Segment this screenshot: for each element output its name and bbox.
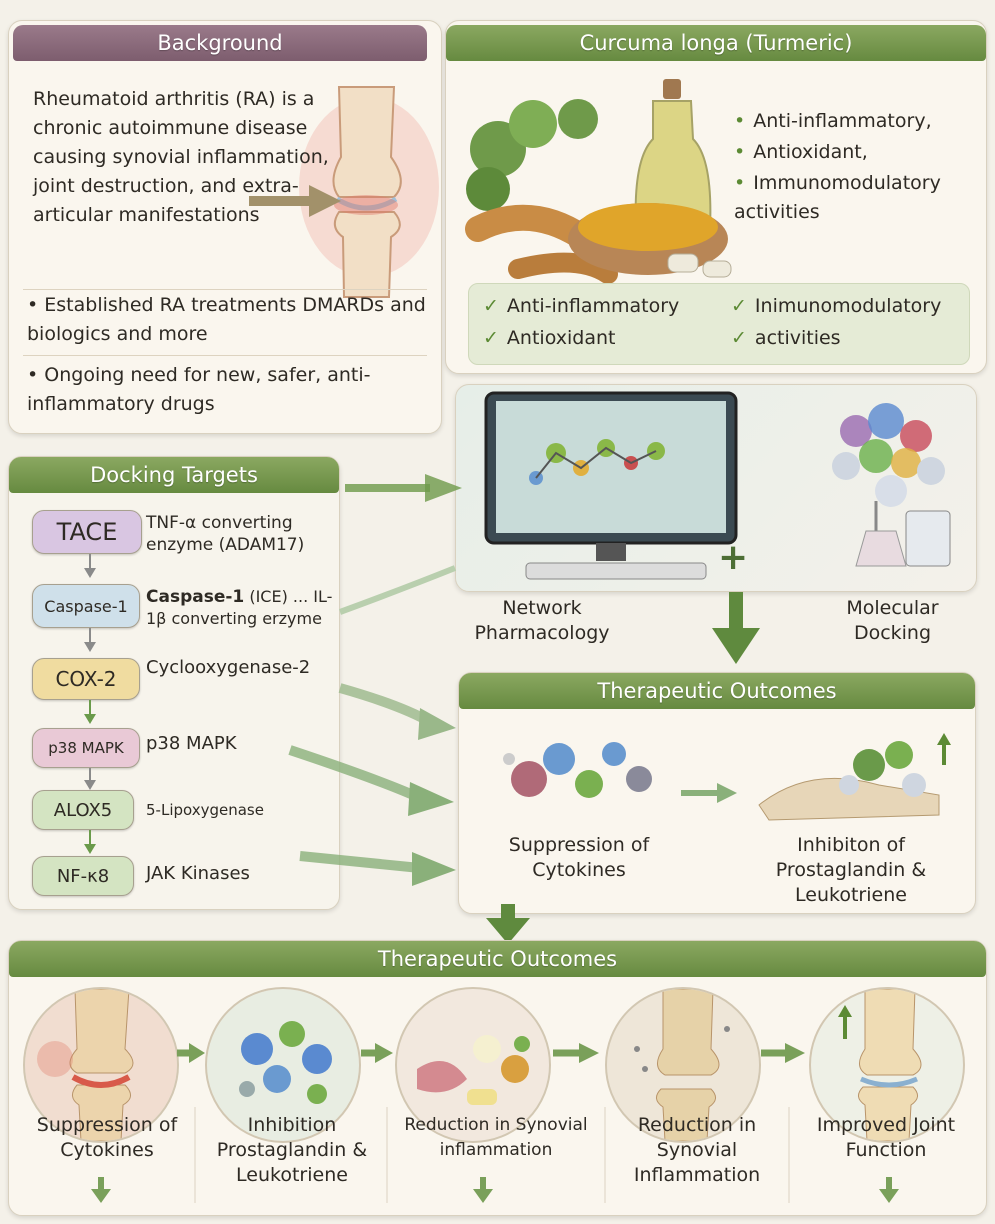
check-icon: ✓ <box>731 327 747 349</box>
background-arrow <box>249 185 341 217</box>
step-label: Reduction in Synovial inflammation <box>404 1115 588 1160</box>
outcome-image-inflamed-joint <box>23 987 179 1143</box>
check-item: ✓ Anti-inflammatory <box>483 292 679 321</box>
target-pill-tace: TACE <box>32 510 142 554</box>
step-label: Inhibition Prostaglandin & Leukotriene <box>216 1114 368 1186</box>
bullet-dot: • <box>734 172 746 194</box>
outcome-image-damaged-joint <box>605 987 761 1143</box>
outcome-top-left-label: Suppression of Cytokines <box>508 834 650 881</box>
methods-image-panel: + <box>455 384 977 592</box>
network-pharmacology-label: Network Pharmacology <box>474 597 610 644</box>
background-header: Background <box>13 25 427 61</box>
target-pill-nf-kb: NF-κ8 <box>32 856 134 896</box>
target-pill-alox5: ALOX5 <box>32 790 134 830</box>
target-pill-p38-mapk: p38 MAPK <box>32 728 140 768</box>
background-intro: Rheumatoid arthritis (RA) is a chronic a… <box>33 88 329 226</box>
target-desc-tace: TNF-α converting enzyme (ADAM17) <box>146 513 305 555</box>
curcuma-bullet-3: •Immunomodulatory activities <box>734 169 974 227</box>
outcomes-top-header: Therapeutic Outcomes <box>459 673 975 709</box>
plus-sign: + <box>718 537 749 578</box>
target-desc-caspase-1: Caspase-1 (ICE) ... IL-1β converting erz… <box>146 586 346 629</box>
step-label: Reduction in Synovial Inflammation <box>633 1114 761 1186</box>
computer-screen-image <box>484 391 738 580</box>
curcuma-checklist: ✓ Anti-inflammatory ✓ Inimunomodulatory ✓ A… <box>468 283 970 365</box>
curcuma-header: Curcuma longa (Turmeric) <box>446 25 986 61</box>
outcome-arrow <box>681 783 737 803</box>
target-pill-cox-2: COX-2 <box>32 658 140 700</box>
check-item: ✓ Antioxidant <box>483 324 615 353</box>
background-panel: Background Rheumatoid arthritis (RA) is … <box>8 20 442 434</box>
background-bullet-2-text: Ongoing need for new, safer, anti-inflam… <box>27 364 371 415</box>
curcuma-bullet-2-text: Antioxidant, <box>753 141 868 163</box>
cytokines-image <box>503 742 652 798</box>
check-item: ✓ activities <box>731 324 841 353</box>
curcuma-panel: Curcuma longa (Turmeric) • Anti-inflammat… <box>445 20 987 374</box>
curcuma-bullet-1-text: Anti-inflammatory, <box>753 110 932 132</box>
check-item-text: activities <box>754 327 841 349</box>
outcome-top-right-label: Inhibiton of Prostaglandin & Leukotriene <box>775 834 927 906</box>
outcomes-top-panel: Therapeutic Outcomes Suppression of Cyto… <box>458 672 976 914</box>
bullet-dot: • <box>27 364 39 386</box>
bullet-dot: • <box>734 110 746 132</box>
check-icon: ✓ <box>483 327 499 349</box>
target-desc-caspase-1-bold: Caspase-1 <box>146 587 245 607</box>
target-pill-caspase-1: Caspase-1 <box>32 584 140 628</box>
joint-healing-image <box>758 733 951 821</box>
step-label: Suppression of Cytokines <box>36 1114 178 1161</box>
target-arrows <box>84 554 96 854</box>
target-desc-cox-2: Cyclooxygenase-2 <box>146 657 311 678</box>
check-icon: ✓ <box>731 295 747 317</box>
check-item-text: Inimunomodulatory <box>754 295 942 317</box>
curcuma-bullet-1: • Anti-inflammatory, <box>734 107 974 136</box>
bullet-dot: • <box>734 141 746 163</box>
step-label: Improved Joint Function <box>816 1114 956 1161</box>
check-item-text: Anti-inflammatory <box>506 295 680 317</box>
molecule-image <box>832 403 951 567</box>
background-bullet-1: • Established RA treatments DMARDs and b… <box>27 291 437 349</box>
outcomes-bottom-header: Therapeutic Outcomes <box>9 941 986 977</box>
check-item: ✓ Inimunomodulatory <box>731 292 941 321</box>
outcome-image-synovial-cells <box>395 987 551 1143</box>
knee-joint-image <box>299 86 439 298</box>
turmeric-image <box>465 79 732 284</box>
step-arrows <box>91 1043 899 1203</box>
background-bullet-1-text: Established RA treatments DMARDs and bio… <box>27 294 426 345</box>
target-desc-alox5: 5-Lipoxygenase <box>146 801 264 819</box>
molecular-docking-label: Molecular Docking <box>846 597 939 644</box>
outcome-image-cytokines <box>205 987 361 1143</box>
target-desc-nf-kb: JAK Kinases <box>146 863 250 884</box>
bullet-dot: • <box>27 294 39 316</box>
target-desc-p38-mapk: p38 MAPK <box>146 733 237 754</box>
outcomes-bottom-panel: Therapeutic Outcomes <box>8 940 987 1216</box>
docking-targets-header: Docking Targets <box>9 457 339 493</box>
check-icon: ✓ <box>483 295 499 317</box>
outcome-image-healthy-joint <box>809 987 965 1143</box>
curcuma-bullet-3-text: Immunomodulatory activities <box>734 172 941 223</box>
curcuma-bullet-2: • Antioxidant, <box>734 138 974 167</box>
target-desc-caspase-1-text: (ICE) ... IL-1β converting erzyme <box>146 587 333 628</box>
background-bullet-2: • Ongoing need for new, safer, anti-infl… <box>27 361 437 419</box>
check-item-text: Antioxidant <box>506 327 616 349</box>
